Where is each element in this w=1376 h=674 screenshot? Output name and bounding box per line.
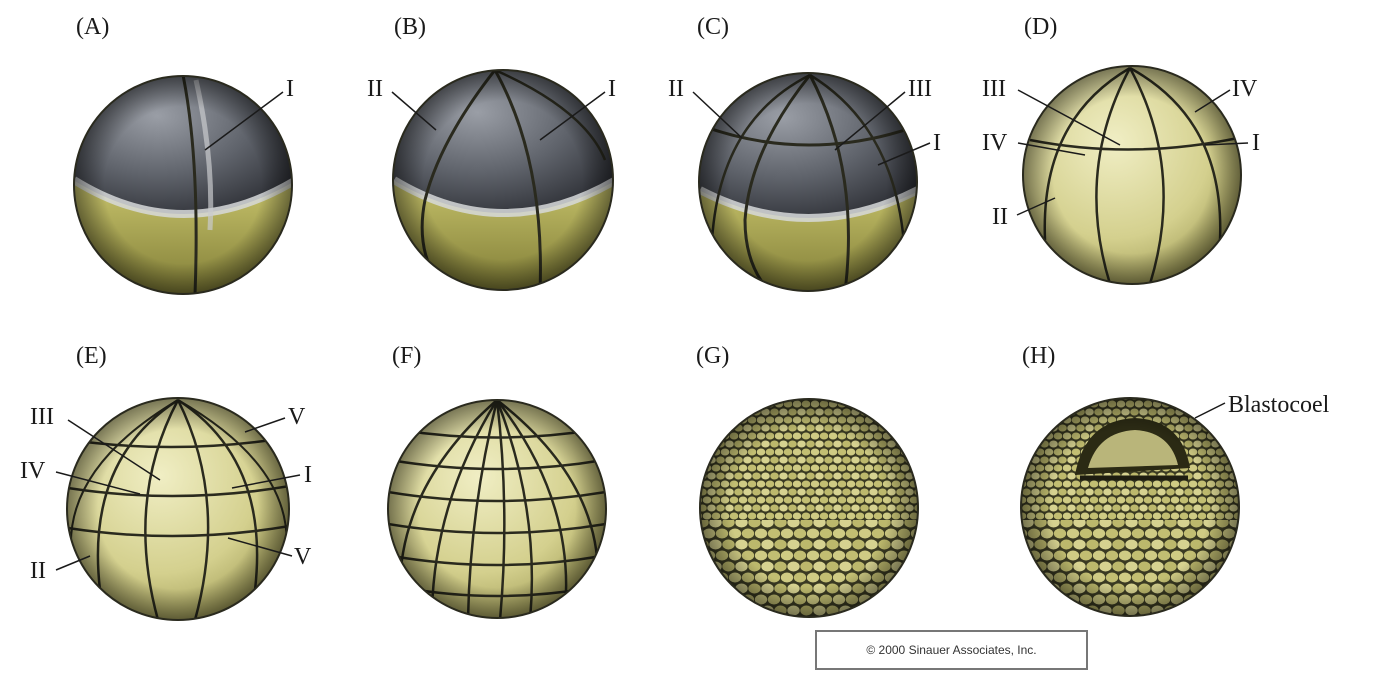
panel-g-label: (G)	[696, 343, 729, 369]
panel-b-label: (B)	[394, 14, 426, 40]
copyright-notice: © 2000 Sinauer Associates, Inc.	[815, 630, 1088, 670]
annotation-label: II	[668, 76, 684, 102]
annotation-label: IV	[20, 458, 46, 484]
panel-g: (G)	[695, 343, 925, 630]
panel-e: (E) III V IV I II V	[20, 343, 312, 620]
embryo-d	[1023, 66, 1241, 284]
panel-f: (F)	[388, 343, 606, 620]
annotation-label: V	[294, 544, 312, 570]
annotation-label: III	[982, 76, 1006, 102]
panel-c: (C) II III I	[668, 14, 941, 300]
blastocoel-label: Blastocoel	[1228, 392, 1330, 418]
annotation-label: II	[367, 76, 383, 102]
annotation-label: I	[933, 130, 941, 156]
panel-a: (A) I	[70, 14, 300, 300]
annotation-label: II	[30, 558, 46, 584]
annotation-label: IV	[982, 130, 1008, 156]
annotation-label: I	[286, 76, 294, 102]
leader-line	[1195, 403, 1225, 418]
annotation-label: I	[608, 76, 616, 102]
annotation-label: I	[304, 462, 312, 488]
annotation-label: III	[908, 76, 932, 102]
panel-f-label: (F)	[392, 343, 421, 369]
annotation-label: III	[30, 404, 54, 430]
annotation-label: V	[288, 404, 306, 430]
panel-h-label: (H)	[1022, 343, 1055, 369]
panel-d-label: (D)	[1024, 14, 1057, 40]
panel-a-label: (A)	[76, 14, 109, 40]
panel-h: (H) Blastocoel	[1015, 343, 1330, 630]
annotation-label: IV	[1232, 76, 1258, 102]
embryo-b	[390, 65, 620, 295]
annotation-label: II	[992, 204, 1008, 230]
panel-e-label: (E)	[76, 343, 107, 369]
panel-b: (B) II I	[367, 14, 620, 295]
panel-c-label: (C)	[697, 14, 729, 40]
annotation-label: I	[1252, 130, 1260, 156]
embryo-g	[695, 395, 925, 630]
embryo-h	[1015, 395, 1245, 630]
panel-d: (D) III IV IV I II	[982, 14, 1260, 284]
